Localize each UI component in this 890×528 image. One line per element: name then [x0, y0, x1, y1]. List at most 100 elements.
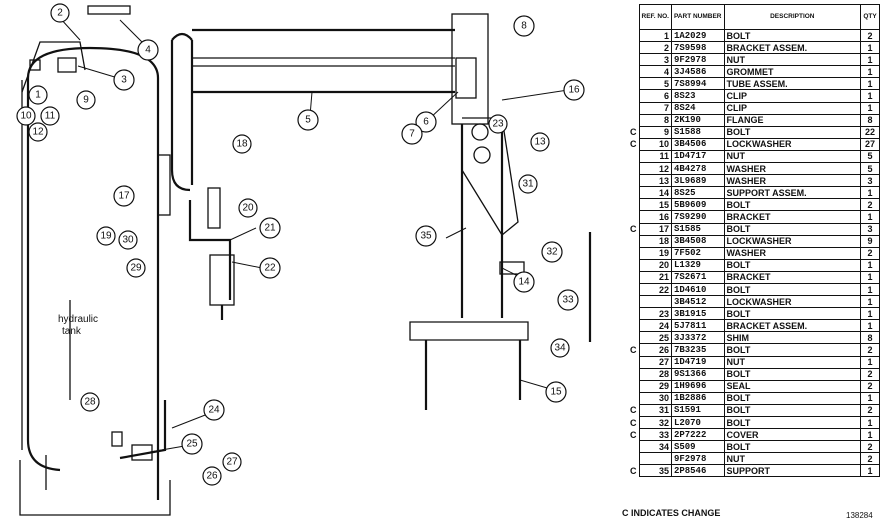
description: BRACKET: [723, 210, 862, 224]
svg-text:31: 31: [522, 179, 534, 190]
quantity: 1: [860, 391, 880, 405]
quantity: 1: [860, 464, 880, 478]
change-marker: [628, 332, 639, 344]
part-number: 1H9696: [670, 379, 725, 393]
change-marker: [628, 271, 639, 283]
part-number: 7S2671: [670, 270, 725, 284]
balloon-20: 20: [238, 198, 258, 218]
change-marker: C: [630, 405, 637, 416]
quantity: 1: [860, 428, 880, 442]
balloon-5: 5: [297, 109, 319, 131]
quantity: 1: [860, 258, 880, 272]
part-number: L1329: [670, 258, 725, 272]
change-marker: [628, 187, 639, 199]
description: BRACKET: [723, 270, 862, 284]
ref-number: 29: [638, 379, 672, 393]
ref-number: 28: [638, 367, 672, 381]
quantity: 1: [860, 101, 880, 115]
parts-table-header: REF. NO. PART NUMBER DESCRIPTION QTY: [628, 4, 880, 30]
description: BRACKET ASSEM.: [723, 319, 862, 333]
svg-text:9: 9: [83, 95, 89, 106]
ref-number: 32: [638, 415, 672, 430]
quantity: 1: [860, 210, 880, 224]
svg-text:21: 21: [264, 223, 276, 234]
part-number: 3L9689: [670, 174, 725, 188]
tank-label-hydraulic: hydraulic: [58, 314, 98, 325]
svg-text:22: 22: [264, 263, 276, 274]
leader-lines: [59, 17, 569, 453]
ref-number: 25: [638, 331, 672, 345]
change-marker: [628, 380, 639, 392]
ref-number: 10: [638, 137, 672, 151]
quantity: 1: [860, 415, 880, 430]
svg-text:8: 8: [521, 21, 527, 32]
balloon-22: 22: [259, 257, 281, 279]
part-number: 8S24: [670, 101, 725, 115]
header-change: [628, 5, 639, 30]
part-number: 3B1915: [670, 307, 725, 321]
ref-number: 12: [638, 162, 672, 176]
quantity: 1: [860, 65, 880, 79]
description: COVER: [723, 428, 862, 442]
quantity: 2: [860, 198, 880, 212]
change-marker: [628, 453, 639, 465]
part-number: 5J7811: [670, 319, 725, 333]
quantity: 2: [860, 440, 880, 454]
change-marker: [628, 247, 639, 259]
svg-text:33: 33: [562, 295, 574, 306]
description: BOLT: [723, 307, 862, 321]
part-number: 3J3372: [670, 331, 725, 345]
description: BOLT: [723, 403, 862, 418]
part-number: 4B4278: [670, 162, 725, 176]
exploded-parts-drawing: hydraulic tank: [16, 3, 592, 516]
change-marker: [628, 66, 639, 78]
balloon-18: 18: [232, 134, 252, 154]
change-marker: [628, 90, 639, 102]
part-number: 3B4506: [670, 137, 725, 151]
ref-number: 7: [638, 101, 672, 115]
ref-number: 15: [638, 198, 672, 212]
quantity: 1: [860, 355, 880, 369]
change-marker: [628, 150, 639, 162]
description: WASHER: [723, 246, 862, 260]
change-marker: [628, 392, 639, 404]
ref-number: 9: [638, 125, 672, 139]
description: NUT: [723, 53, 862, 67]
svg-text:34: 34: [554, 343, 566, 354]
ref-number: 22: [638, 282, 672, 297]
balloon-33: 33: [557, 289, 579, 311]
bracket-assembly-center: [157, 154, 235, 320]
ref-number: [638, 452, 672, 466]
ref-number: 26: [638, 343, 672, 357]
quantity: 1: [860, 53, 880, 67]
svg-text:27: 27: [226, 457, 238, 468]
ref-number: 24: [638, 319, 672, 333]
part-number: 2P7222: [670, 428, 725, 442]
change-marker: [628, 54, 639, 66]
quantity: 9: [860, 234, 880, 248]
change-marker: C: [630, 417, 637, 428]
header-part-number: PART NUMBER: [670, 4, 725, 30]
part-number: 9F2978: [670, 452, 725, 466]
change-marker: [628, 368, 639, 380]
change-marker: [628, 175, 639, 187]
part-number: 3B4512: [670, 295, 725, 309]
svg-text:28: 28: [84, 397, 96, 408]
ref-number: 18: [638, 234, 672, 248]
change-marker: [628, 320, 639, 332]
